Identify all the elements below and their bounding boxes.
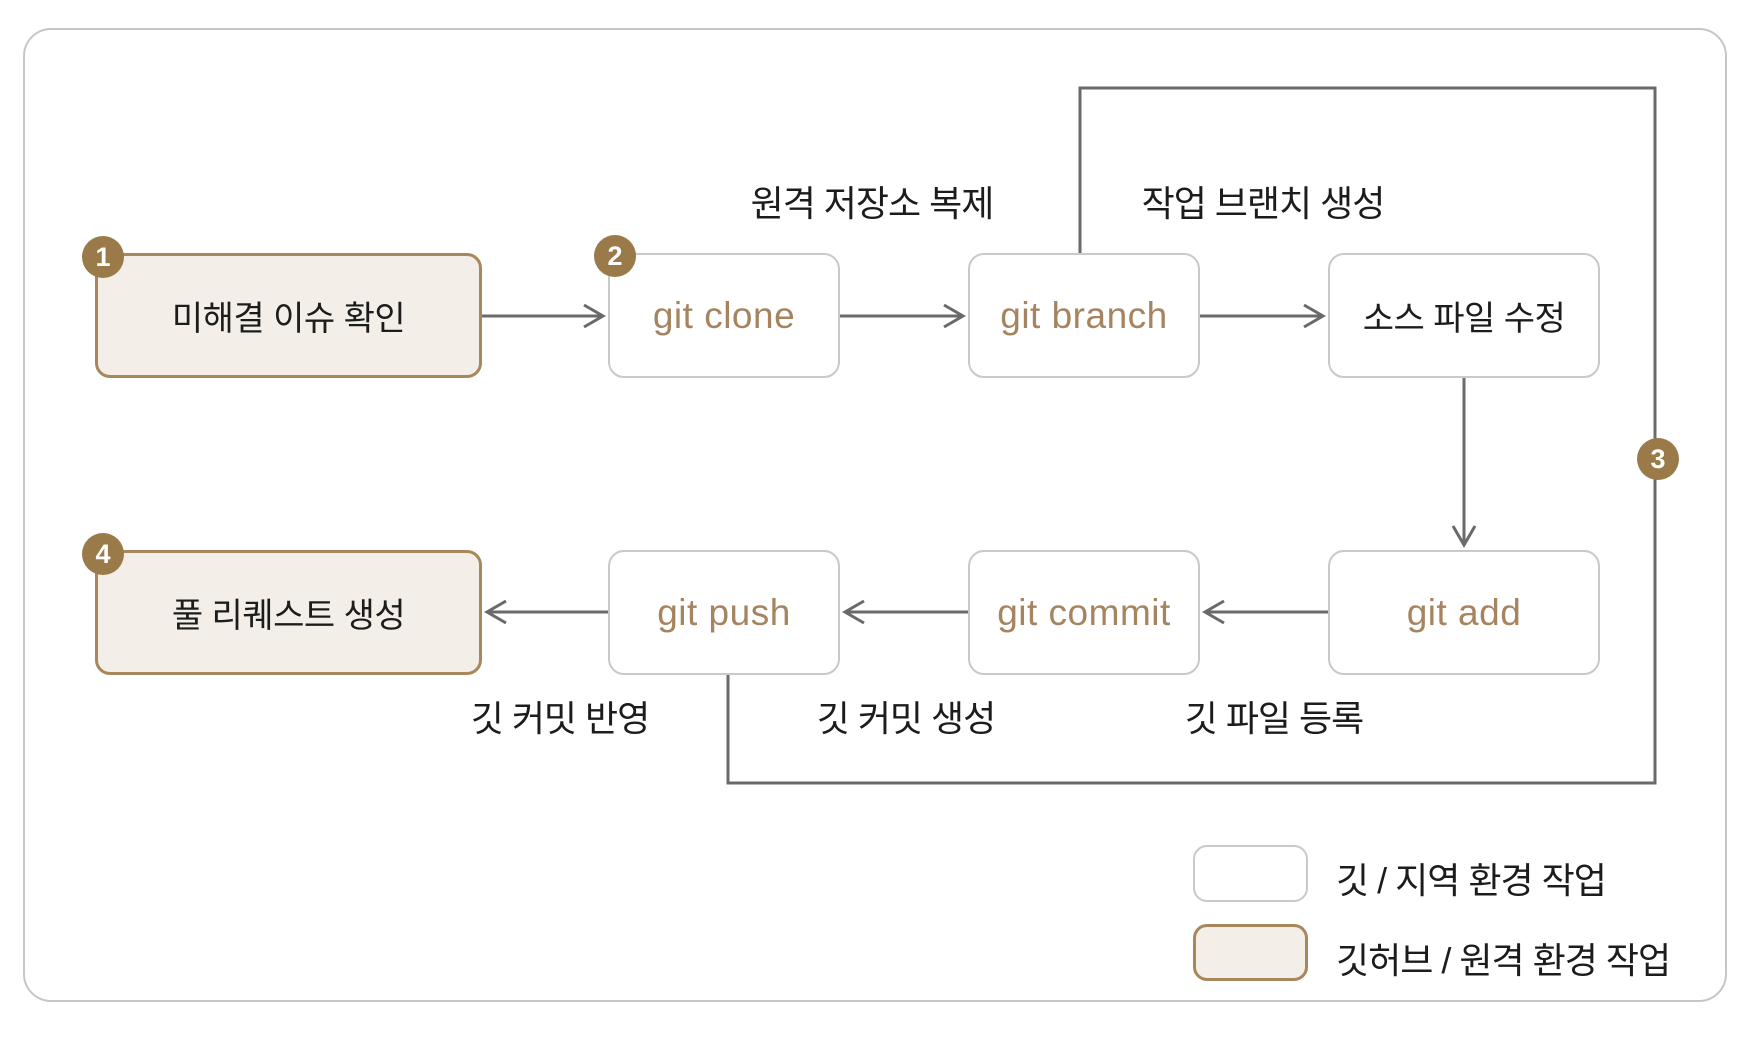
node-git-add-label: git add: [1406, 591, 1522, 633]
legend-swatch-remote: [1193, 924, 1308, 981]
node-git-branch-label: git branch: [1000, 294, 1168, 336]
node-pull-request-label: 풀 리퀘스트 생성: [171, 597, 406, 635]
edge-label-register-git-file: 깃 파일 등록: [1184, 698, 1365, 739]
node-git-clone: 2 git clone: [594, 235, 840, 378]
node-git-clone-label: git clone: [652, 294, 796, 336]
step-badge-4: 4: [82, 533, 124, 575]
node-git-commit-label: git commit: [997, 591, 1171, 633]
node-git-push: git push: [608, 550, 840, 675]
edge-label-create-work-branch: 작업 브랜치 생성: [1141, 183, 1386, 224]
node-open-issue-label: 미해결 이슈 확인: [171, 300, 406, 338]
step-badge-1: 1: [82, 236, 124, 278]
legend-label-remote: 깃허브 / 원격 환경 작업: [1336, 940, 1671, 981]
edge-label-clone-remote-repo: 원격 저장소 복제: [750, 183, 995, 224]
node-git-add: git add: [1328, 550, 1600, 675]
step-badge-3: 3: [1637, 438, 1679, 480]
node-modify-source-label: 소스 파일 수정: [1362, 300, 1566, 338]
step-badge-2: 2: [594, 235, 636, 277]
node-pull-request: 4 풀 리퀘스트 생성: [82, 533, 482, 675]
node-git-push-label: git push: [657, 591, 791, 633]
edge-label-create-git-commit: 깃 커밋 생성: [816, 698, 997, 739]
node-git-commit: git commit: [968, 550, 1200, 675]
legend-swatch-local: [1193, 845, 1308, 902]
node-git-branch: git branch: [968, 253, 1200, 378]
legend-label-local: 깃 / 지역 환경 작업: [1336, 860, 1607, 901]
edge-label-apply-git-commit: 깃 커밋 반영: [470, 698, 651, 739]
node-modify-source: 소스 파일 수정: [1328, 253, 1600, 378]
node-open-issue: 1 미해결 이슈 확인: [82, 236, 482, 378]
